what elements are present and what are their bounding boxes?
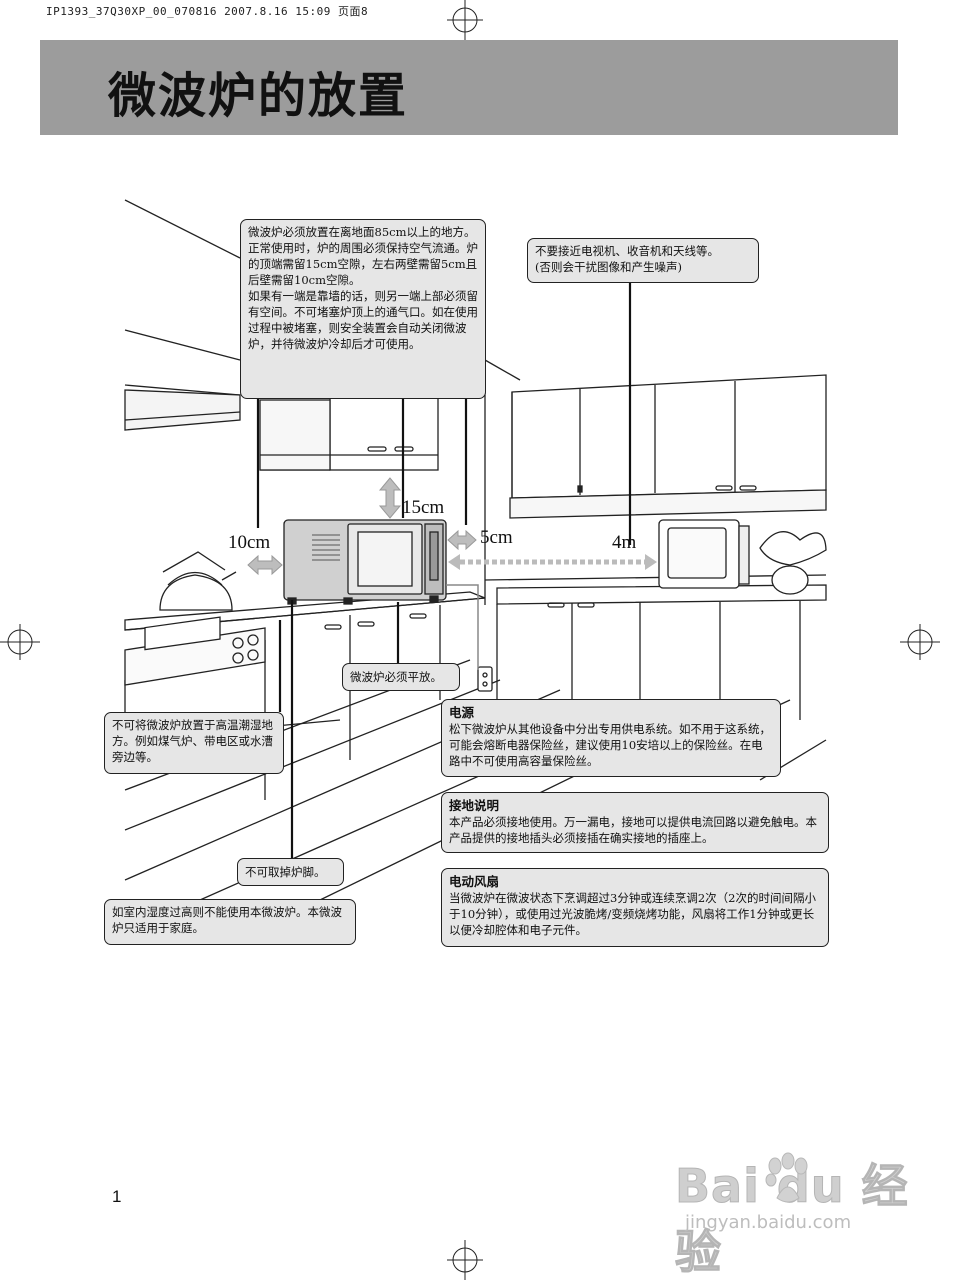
note-ground-text: 本产品必须接地使用。万一漏电，接地可以提供电流回路以避免触电。本产品提供的接地插…: [449, 815, 817, 845]
print-meta: IP1393_37Q30XP_00_070816 2007.8.16 15:09…: [46, 5, 369, 18]
note-clearance: 微波炉必须放置在离地面85cm以上的地方。正常使用时，炉的周围必须保持空气流通。…: [240, 219, 486, 399]
note-heat-text: 不可将微波炉放置于高温潮湿地方。例如煤气炉、带电区或水漕旁边等。: [112, 718, 273, 764]
note-tv-distance: 不要接近电视机、收音机和天线等。 (否则会干扰图像和产生噪声): [527, 238, 759, 283]
note-power: 电源 松下微波炉从其他设备中分出专用供电系统。如不用于这系统，可能会熔断电器保险…: [441, 699, 781, 777]
dimension-tv: 4m: [612, 532, 637, 553]
watermark-url: jingyan.baidu.com: [685, 1212, 852, 1233]
note-humidity: 如室内湿度过高则不能使用本微波炉。本微波炉只适用于家庭。: [104, 899, 356, 945]
note-tv-line2: (否则会干扰图像和产生噪声): [535, 260, 682, 274]
note-ground: 接地说明 本产品必须接地使用。万一漏电，接地可以提供电流回路以避免触电。本产品提…: [441, 792, 829, 853]
note-level: 微波炉必须平放。: [342, 663, 460, 691]
note-level-text: 微波炉必须平放。: [350, 670, 442, 684]
paw-icon: [765, 1152, 808, 1203]
dimension-side: 10cm: [228, 532, 271, 553]
dimension-top: 15cm: [402, 497, 445, 518]
watermark: Bai du 经验 jingyan.baidu.com: [675, 1150, 915, 1280]
registration-mark-bottom: [447, 1240, 483, 1280]
note-heat: 不可将微波炉放置于高温潮湿地方。例如煤气炉、带电区或水漕旁边等。: [104, 712, 284, 774]
header-band: 微波炉的放置: [40, 40, 898, 135]
page-title: 微波炉的放置: [108, 68, 409, 124]
note-ground-title: 接地说明: [449, 798, 500, 813]
registration-mark-left: [0, 624, 40, 660]
page-number: 1: [112, 1187, 122, 1206]
note-power-text: 松下微波炉从其他设备中分出专用供电系统。如不用于这系统，可能会熔断电器保险丝，建…: [449, 722, 771, 768]
note-fan: 电动风扇 当微波炉在微波状态下烹调超过3分钟或连续烹调2次（2次的时间间隔小于1…: [441, 868, 829, 947]
registration-mark-right: [900, 624, 940, 660]
note-fan-text: 当微波炉在微波状态下烹调超过3分钟或连续烹调2次（2次的时间间隔小于10分钟），…: [449, 891, 816, 937]
note-tv-line1: 不要接近电视机、收音机和天线等。: [535, 244, 719, 258]
note-fan-title: 电动风扇: [449, 874, 500, 889]
note-feet: 不可取掉炉脚。: [237, 858, 344, 886]
note-power-title: 电源: [449, 705, 475, 720]
note-clearance-text: 微波炉必须放置在离地面85cm以上的地方。正常使用时，炉的周围必须保持空气流通。…: [248, 225, 478, 351]
registration-mark-top: [447, 0, 483, 40]
note-feet-text: 不可取掉炉脚。: [245, 865, 326, 879]
dimension-right: 5cm: [480, 527, 513, 548]
note-humidity-text: 如室内湿度过高则不能使用本微波炉。本微波炉只适用于家庭。: [112, 905, 342, 935]
